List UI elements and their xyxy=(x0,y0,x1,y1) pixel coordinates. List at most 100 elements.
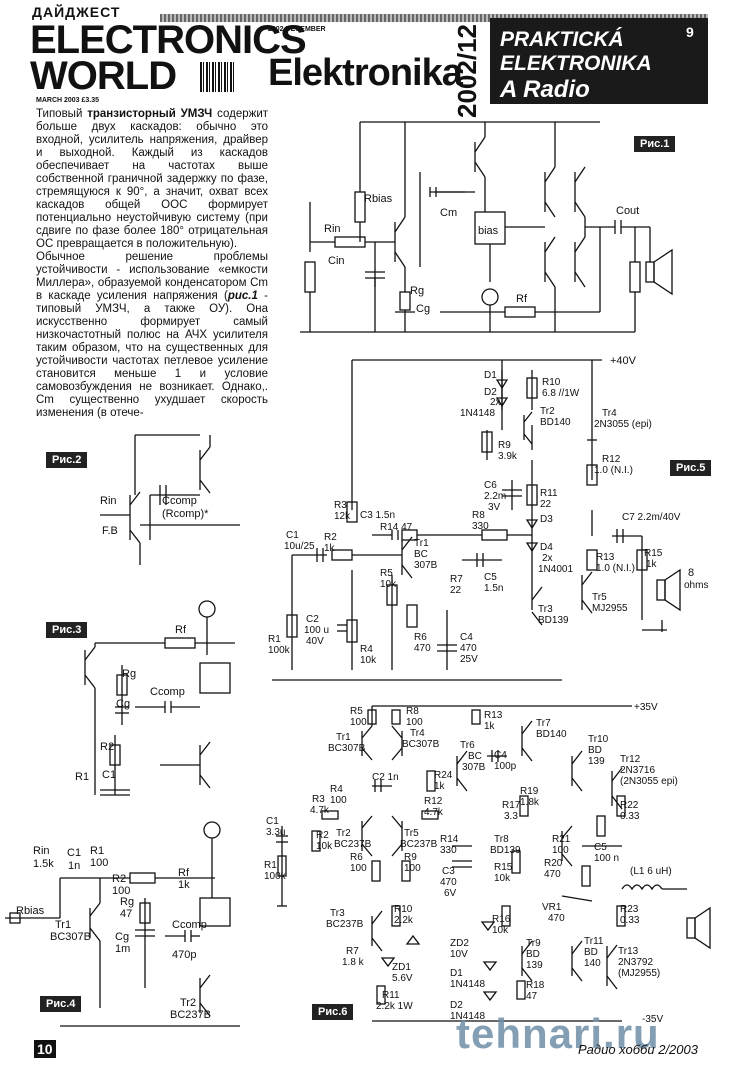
fig6-d2-label: D2 xyxy=(450,1000,463,1011)
fig5-c6-voltage: 3V xyxy=(488,502,501,513)
fig2-rin-label: Rin xyxy=(100,495,117,507)
figure-5-label: Рис.5 xyxy=(670,460,712,476)
fig6-c3-voltage: 6V xyxy=(444,888,457,899)
fig6-r22-label: R22 xyxy=(620,800,639,811)
fig6-tr12-type: (2N3055 epi) xyxy=(620,776,678,787)
fig5-r7-value: 22 xyxy=(450,585,462,596)
fig5-r11-label: R11 xyxy=(540,488,558,499)
fig6-d1-label: D1 xyxy=(450,968,463,979)
fig6-tr5-value: BC237B xyxy=(400,839,438,850)
fig5-d3-label: D3 xyxy=(540,514,553,525)
fig5-tr3-value: BD139 xyxy=(538,615,569,626)
fig5-c4-value: 470 xyxy=(460,643,477,654)
fig6-c3-label: C3 xyxy=(442,866,455,877)
figure-3-label: Рис.3 xyxy=(46,622,88,638)
fig6-r6-value: 100 xyxy=(350,863,367,874)
fig6-tr12-value: 2N3716 xyxy=(620,765,655,776)
fig6-r11-label: R11 xyxy=(382,990,400,1001)
fig6-zd1-label: ZD1 xyxy=(392,962,411,973)
fig6-r16-label: R16 xyxy=(492,914,511,925)
fig6-zd2-label: ZD2 xyxy=(450,938,469,949)
fig6-r14-value: 330 xyxy=(440,845,457,856)
fig6-r8-value: 100 xyxy=(406,717,423,728)
fig4-rf-value: 1k xyxy=(178,879,190,891)
fig4-rg-value: 47 xyxy=(120,908,132,920)
fig6-r20-label: R20 xyxy=(544,858,563,869)
fig2-rcomp-label: (Rcomp)* xyxy=(162,508,209,520)
fig5-d2-value: 2x xyxy=(490,397,501,408)
fig6-tr10-label: Tr10 xyxy=(588,734,609,745)
fig5-c2-voltage: 40V xyxy=(306,636,324,647)
fig6-tr2-value: BC237B xyxy=(334,839,372,850)
fig6-tr6-value: BC xyxy=(468,751,482,762)
fig6-tr6-type: 307B xyxy=(462,762,486,773)
magazine-title-line2: WORLD xyxy=(30,54,177,98)
fig6-tr1-label: Tr1 xyxy=(336,732,351,743)
digest-label: ДАЙДЖЕСТ xyxy=(32,4,121,20)
fig3-ccomp-label: Ccomp xyxy=(150,686,185,698)
fig6-tr10-type: 139 xyxy=(588,756,605,767)
fig5-r10-label: R10 xyxy=(542,377,561,388)
fig6-r5-label: R5 xyxy=(350,706,363,717)
fig5-tr2-value: BD140 xyxy=(540,417,571,428)
fig5-r13-label: R13 xyxy=(596,552,615,563)
fig6-r24-label: R24 xyxy=(434,770,453,781)
fig6-c2-label: C2 1n xyxy=(372,772,399,783)
magazine-title-line1: ELECTRONICS xyxy=(30,18,307,62)
fig3-rg-label: Rg xyxy=(122,668,136,680)
elektronika-issue-date: 2002 DECEMBER xyxy=(268,26,326,33)
fig6-c5-label: C5 xyxy=(594,842,607,853)
fig6-r24-value: 1k xyxy=(434,781,446,792)
fig5-r5-label: R5 xyxy=(380,568,393,579)
fig5-tr4-value: 2N3055 (epi) xyxy=(594,419,652,430)
fig6-tr5-label: Tr5 xyxy=(404,828,419,839)
fig6-r21-label: R21 xyxy=(552,834,571,845)
fig5-c7-label: C7 2.2m/40V xyxy=(622,512,681,523)
fig6-r3-value: 4.7k xyxy=(310,805,330,816)
fig5-r12-value: 1.0 (N.I.) xyxy=(594,465,633,476)
fig5-d4-type: 1N4001 xyxy=(538,564,573,575)
fig6-r12-value: 4.7k xyxy=(424,807,444,818)
fig5-speaker-unit: ohms xyxy=(684,580,708,591)
fig4-tr1-label: Tr1 xyxy=(55,919,71,931)
fig5-c6-value: 2.2m xyxy=(484,491,506,502)
fig6-r1-value: 100k xyxy=(264,871,287,882)
fig4-ccomp-label: Ccomp xyxy=(172,919,207,931)
fig6-tr6-label: Tr6 xyxy=(460,740,475,751)
elektronika-title: Elektronika xyxy=(268,52,463,94)
fig5-c6-label: C6 xyxy=(484,480,497,491)
fig4-ccomp-value: 470p xyxy=(172,949,196,961)
fig5-r2-value: 1k xyxy=(324,543,336,554)
fig5-r8-value: 330 xyxy=(472,521,489,532)
journal-footer: Радио хобби 2/2003 xyxy=(578,1042,698,1057)
fig5-c5-value: 1.5n xyxy=(484,583,503,594)
fig3-c1-label: C1 xyxy=(102,769,116,781)
prakticka-title-line2: ELEKTRONIKA xyxy=(500,52,652,75)
fig4-r1-label: R1 xyxy=(90,845,104,857)
fig6-r17-value: 3.3 xyxy=(504,811,518,822)
fig1-cg-label: Cg xyxy=(416,303,430,315)
fig6-tr10-value: BD xyxy=(588,745,602,756)
fig6-r17-label: R17 xyxy=(502,800,521,811)
fig6-c3-value: 470 xyxy=(440,877,457,888)
fig5-r11-value: 22 xyxy=(540,499,552,510)
fig5-r6-label: R6 xyxy=(414,632,427,643)
fig6-zd1-value: 5.6V xyxy=(392,973,413,984)
fig6-tr1-value: BC307B xyxy=(328,743,366,754)
fig5-c1-value: 10u/25 xyxy=(284,541,315,552)
fig5-c3-label: C3 1.5n xyxy=(360,510,395,521)
fig6-r8-label: R8 xyxy=(406,706,419,717)
fig5-r9-label: R9 xyxy=(498,440,511,451)
fig6-r15-label: R15 xyxy=(494,862,513,873)
fig5-r4-label: R4 xyxy=(360,644,373,655)
fig1-cin-label: Cin xyxy=(328,255,345,267)
fig6-c1-label: C1 xyxy=(266,816,279,827)
figure-2-label: Рис.2 xyxy=(46,452,88,468)
fig5-tr1-value: BC xyxy=(414,549,428,560)
fig6-r23-label: R23 xyxy=(620,904,639,915)
fig5-tr5-value: MJ2955 xyxy=(592,603,628,614)
fig6-tr7-label: Tr7 xyxy=(536,718,551,729)
fig6-r1-label: R1 xyxy=(264,860,277,871)
fig5-r7-label: R7 xyxy=(450,574,463,585)
fig5-r10-value: 6.8 //1W xyxy=(542,388,580,399)
